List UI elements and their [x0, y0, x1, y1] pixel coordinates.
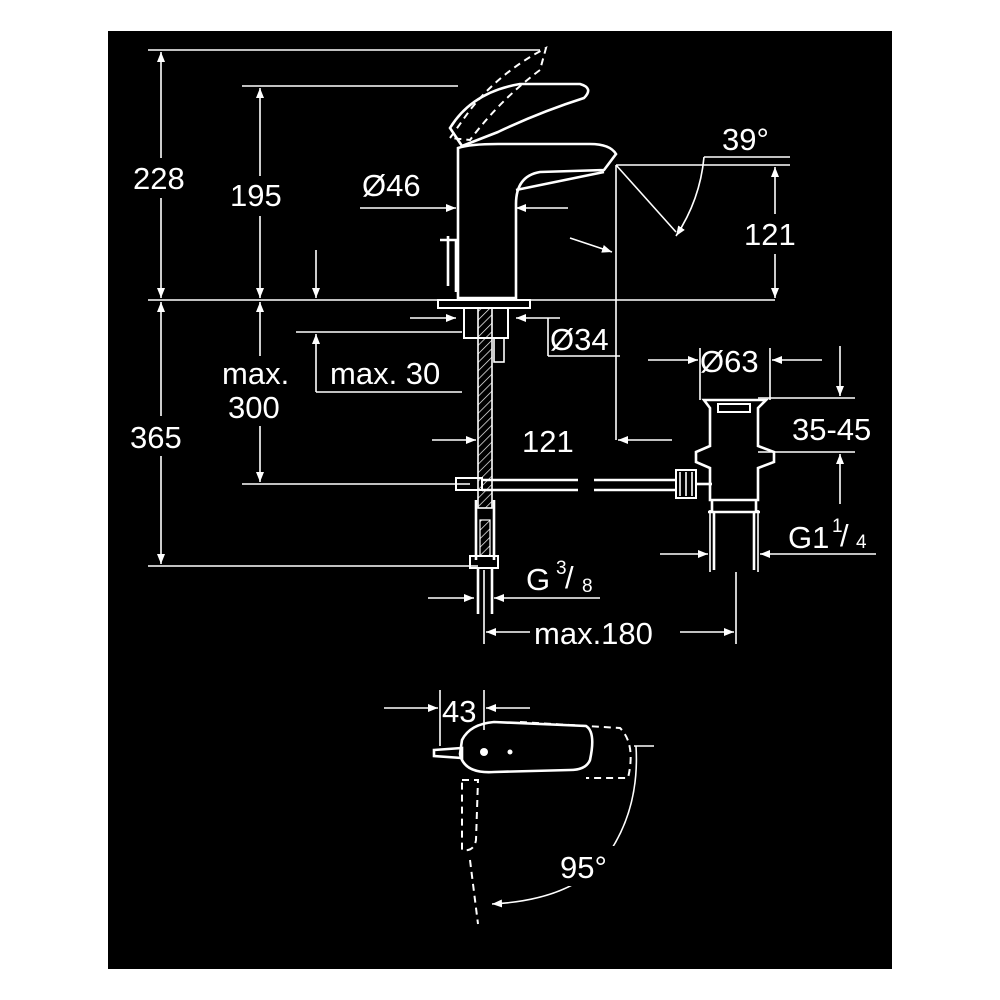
label-height-195: 195: [230, 178, 282, 213]
label-waste-thread-den: 4: [856, 532, 867, 553]
dimension-max-reach-180: [483, 570, 737, 652]
label-height-228: 228: [133, 161, 185, 196]
faucet-side-view: [440, 46, 618, 300]
faucet-top-view: [384, 690, 654, 925]
dimension-waste-thread: [660, 510, 876, 572]
fraction-slash-supply: /: [565, 560, 574, 595]
label-diameter-34: Ø34: [550, 322, 609, 357]
label-diameter-63: Ø63: [700, 344, 759, 379]
extension-lines: [148, 49, 790, 567]
under-deck-assembly: [437, 299, 676, 614]
lever-top-view: [458, 720, 594, 774]
faucet-lever-dashed: [448, 46, 548, 142]
dimension-max-300: [220, 302, 304, 482]
label-max-reach-180: max.180: [534, 616, 653, 651]
lever-rotated-dashed: [461, 779, 480, 852]
dimension-hole-34: [410, 314, 620, 357]
dimension-waste-offset-121: [432, 300, 672, 444]
dimension-outlet-121: [740, 167, 810, 298]
label-outlet-121: 121: [744, 217, 796, 252]
label-waste-thread-main: G1: [788, 520, 829, 555]
faucet-body: [456, 142, 618, 300]
label-supply-thread-den: 8: [582, 576, 593, 597]
fraction-slash-waste: /: [840, 518, 849, 553]
dimension-max-30: [312, 250, 462, 393]
dimension-labels: 228 195 Ø46 39° 121 Ø34 Ø63 max. 300 max…: [130, 122, 871, 885]
label-diameter-46: Ø46: [362, 168, 421, 203]
label-waste-35-45: 35-45: [792, 412, 871, 447]
label-lever-rotation-95: 95°: [560, 850, 607, 885]
label-waste-thread-num: 1: [832, 516, 843, 537]
label-max-30: max. 30: [330, 356, 440, 391]
dimension-length-365: [126, 302, 198, 564]
waste-drain: [675, 398, 776, 570]
label-angle-39: 39°: [722, 122, 769, 157]
label-supply-thread-num: 3: [556, 558, 567, 579]
dimension-height-228: [126, 52, 198, 298]
faucet-pop-up-rod: [440, 236, 458, 292]
label-max: max.: [222, 356, 289, 391]
label-supply-thread-main: G: [526, 562, 550, 597]
label-waste-offset-121: 121: [522, 424, 574, 459]
dimension-waste-63: [648, 348, 822, 400]
dimension-height-195: [224, 88, 296, 298]
label-lever-offset-43: 43: [442, 694, 476, 729]
label-length-365: 365: [130, 420, 182, 455]
dimension-body-46: [360, 204, 613, 253]
label-max-300: 300: [228, 390, 280, 425]
faucet-lever: [448, 82, 590, 148]
dimension-angle-39: [615, 156, 790, 237]
